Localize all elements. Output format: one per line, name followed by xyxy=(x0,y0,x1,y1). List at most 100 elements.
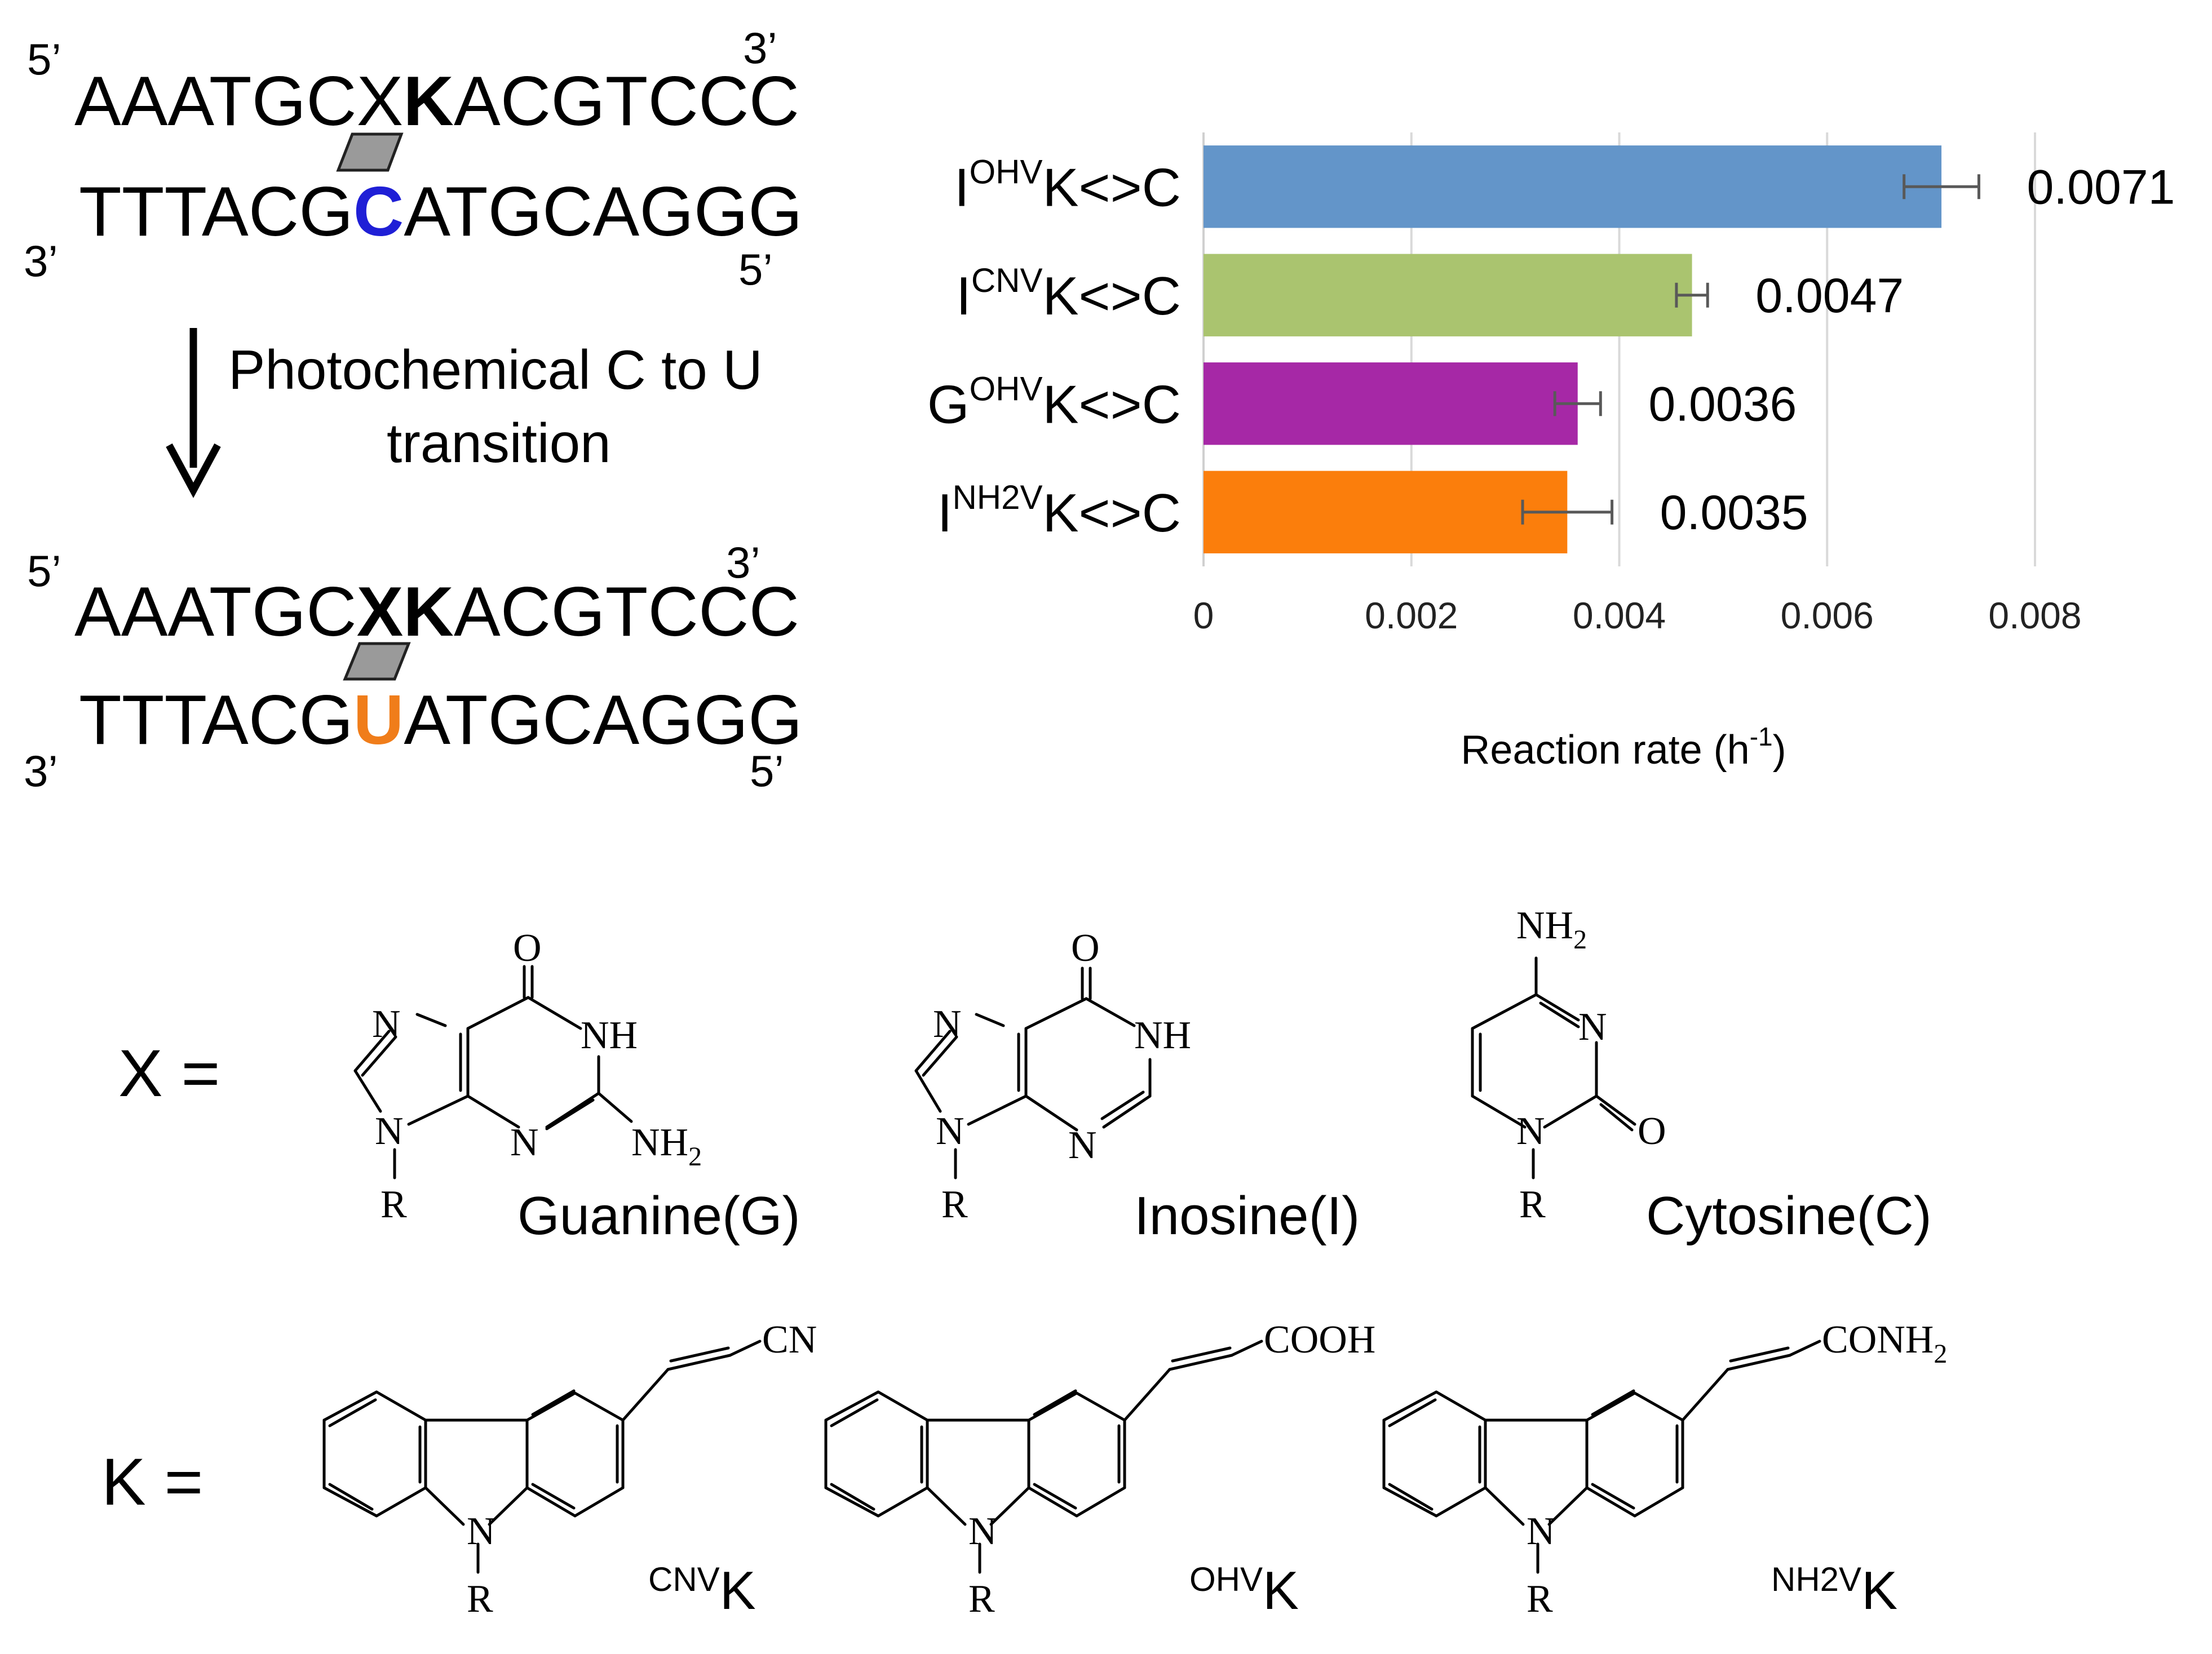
bottom-5prime-label: 5’ xyxy=(27,546,61,596)
bond xyxy=(824,1390,880,1422)
bond xyxy=(728,1340,762,1357)
category-label: GOHVK<>C xyxy=(927,370,1181,434)
dna-scheme: 5’ 3’ AAATGCXKACGTCCC TTTACGCATGCAGGG 3’… xyxy=(24,23,803,796)
top-lower-5prime-label: 5’ xyxy=(738,245,773,294)
bond xyxy=(573,1486,625,1518)
crosslink-marker xyxy=(336,132,404,172)
bond xyxy=(1591,1483,1635,1510)
substituent-label: CONH2 xyxy=(1822,1318,1947,1369)
svg-text:O: O xyxy=(513,926,542,970)
cytosine-name: Cytosine(C) xyxy=(1646,1186,1932,1246)
bond xyxy=(1435,1390,1487,1422)
bond xyxy=(1171,1346,1232,1363)
bond xyxy=(328,1398,377,1427)
bond xyxy=(669,1346,730,1363)
bond xyxy=(1435,1486,1487,1518)
bond xyxy=(877,1390,929,1422)
bond xyxy=(573,1391,625,1422)
guanine-structure xyxy=(353,965,633,1179)
svg-text:R: R xyxy=(941,1183,968,1226)
k-equals-label: K = xyxy=(101,1445,203,1519)
cnvk-structure-atoms: NR CN xyxy=(467,1318,817,1621)
bond xyxy=(1484,1486,1525,1526)
bond xyxy=(926,1486,967,1526)
svg-text:NH2: NH2 xyxy=(1516,904,1587,955)
bond xyxy=(1382,1390,1438,1422)
bond xyxy=(488,1486,529,1526)
bond xyxy=(375,1390,427,1422)
data-label: 0.0035 xyxy=(1660,486,1808,540)
data-label: 0.0036 xyxy=(1648,377,1797,431)
bond xyxy=(1388,1398,1437,1427)
svg-text:NH: NH xyxy=(581,1014,638,1057)
bond xyxy=(1027,1486,1078,1518)
bond xyxy=(830,1398,879,1427)
arrow-label-line2: transition xyxy=(387,412,611,474)
bond xyxy=(989,1486,1030,1526)
bond xyxy=(525,1486,577,1518)
bond xyxy=(531,1483,576,1510)
svg-text:N: N xyxy=(1516,1110,1545,1153)
bottom-lower-3prime-label: 3’ xyxy=(24,746,58,796)
x-tick-label: 0.006 xyxy=(1781,595,1874,636)
bond xyxy=(322,1390,378,1422)
bond xyxy=(1123,1368,1171,1422)
ohvk-label: OHVK xyxy=(1189,1560,1299,1621)
bond xyxy=(322,1486,378,1518)
category-label: ICNVK<>C xyxy=(956,261,1181,326)
bottom-lower-5prime-label: 5’ xyxy=(750,746,784,796)
bond xyxy=(1591,1389,1635,1416)
svg-text:R: R xyxy=(381,1183,407,1226)
bottom-upper-strand: AAATGCXKACGTCCC xyxy=(74,573,799,651)
bond xyxy=(1027,1391,1078,1422)
bar xyxy=(1204,254,1692,336)
bond xyxy=(1726,1354,1791,1371)
bond xyxy=(1075,1486,1126,1518)
svg-text:NH: NH xyxy=(1134,1014,1191,1057)
atom-label: N xyxy=(467,1510,496,1553)
bond xyxy=(877,1486,929,1518)
bond xyxy=(1547,1486,1589,1526)
bottom-lower-strand: TTTACGUATGCAGGG xyxy=(79,681,803,759)
bond xyxy=(1075,1391,1126,1422)
reaction-arrow-head xyxy=(166,443,221,498)
top-5prime-label: 5’ xyxy=(27,34,61,84)
crosslink-marker xyxy=(343,642,411,681)
svg-text:O: O xyxy=(1071,926,1100,970)
arrow-label-line1: Photochemical C to U xyxy=(228,339,763,401)
bond xyxy=(1729,1346,1790,1363)
category-label: INH2VK<>C xyxy=(937,478,1181,543)
svg-text:N: N xyxy=(1578,1005,1607,1049)
guanine-name: Guanine(G) xyxy=(517,1186,800,1246)
x-tick-label: 0.004 xyxy=(1573,595,1666,636)
inosine-structure xyxy=(914,966,1152,1179)
bond xyxy=(525,1391,577,1422)
svg-text:N: N xyxy=(933,1003,962,1046)
atom-label: R xyxy=(467,1577,493,1621)
top-upper-strand: AAATGCXKACGTCCC xyxy=(74,63,799,140)
bond xyxy=(375,1486,427,1518)
nh2vk-label: NH2VK xyxy=(1771,1560,1897,1621)
ohvk-structure xyxy=(824,1340,1263,1574)
x-axis-title: Reaction rate (h-1) xyxy=(1461,722,1786,773)
svg-text:R: R xyxy=(1519,1183,1546,1226)
inosine-atoms: O N NH N N R xyxy=(933,926,1191,1226)
category-label: IOHVK<>C xyxy=(954,153,1181,218)
x-tick-label: 0 xyxy=(1193,595,1214,636)
svg-text:N: N xyxy=(372,1003,401,1046)
bar xyxy=(1204,145,1942,228)
bond xyxy=(1168,1354,1233,1371)
svg-text:NH2: NH2 xyxy=(631,1121,702,1172)
substituent-label: COOH xyxy=(1264,1318,1375,1362)
bond xyxy=(824,1486,880,1518)
bond xyxy=(1633,1391,1684,1422)
data-label: 0.0071 xyxy=(2027,160,2175,214)
bond xyxy=(1033,1389,1077,1416)
substituent-label: CN xyxy=(762,1318,817,1362)
svg-text:N: N xyxy=(1068,1124,1097,1167)
top-3prime-label: 3’ xyxy=(743,23,777,73)
